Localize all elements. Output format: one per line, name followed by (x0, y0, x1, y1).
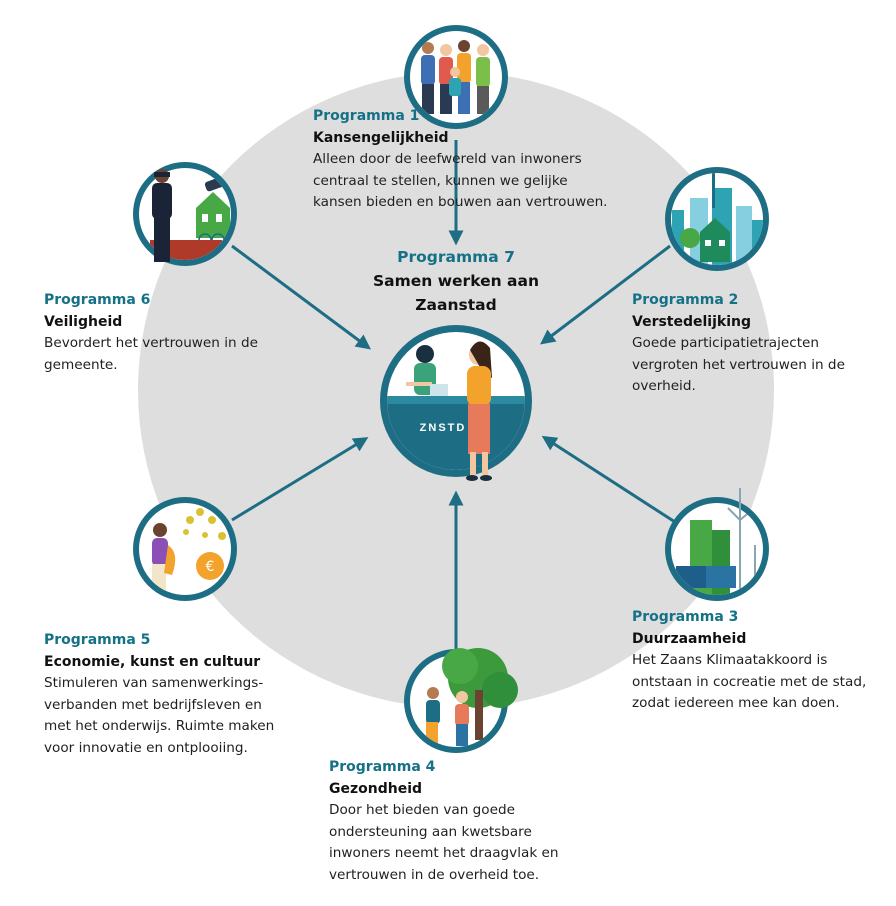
program-3-label: Programma 3 (632, 609, 739, 625)
arrow-6-to-center (231, 244, 372, 350)
center-program-label: Programma 7 (397, 248, 515, 266)
program-4-name: Gezondheid (329, 780, 423, 797)
saxophone-player-coins-illustration: € (133, 497, 237, 601)
program-3-name: Duurzaamheid (632, 630, 747, 647)
arrow-5-to-center (231, 437, 369, 522)
program-6-label: Programma 6 (44, 292, 151, 308)
program-6-block: Programma 6 Veiligheid Bevordert het ver… (44, 290, 258, 376)
solar-wind-energy-illustration (665, 488, 769, 601)
program-2-name: Verstedelijking (632, 313, 751, 330)
svg-text:€: € (206, 559, 215, 575)
znstd-logo-text: ZNSTD (420, 422, 467, 434)
city-construction-illustration (665, 167, 769, 271)
program-4-block: Programma 4 Gezondheid Door het bieden v… (329, 757, 559, 886)
program-1-block: Programma 1 Kansengelijkheid Alleen door… (313, 106, 608, 214)
program-1-name: Kansengelijkheid (313, 129, 449, 146)
center-illustration: ZNSTD (380, 325, 532, 481)
family-group-illustration (404, 25, 508, 129)
center-program-name: Samen werken aan Zaanstad (373, 272, 539, 314)
center-title: Programma 7 Samen werken aan Zaanstad (358, 245, 554, 317)
program-2-label: Programma 2 (632, 292, 739, 308)
arrow-2-to-center (540, 244, 671, 345)
program-5-block: Programma 5 Economie, kunst en cultuur S… (44, 630, 274, 759)
program-3-description: Het Zaans Klimaatakkoord is ontstaan in … (632, 652, 867, 711)
program-4-description: Door het bieden van goede ondersteuning … (329, 802, 559, 883)
program-4-label: Programma 4 (329, 759, 436, 775)
program-3-block: Programma 3 Duurzaamheid Het Zaans Klima… (632, 607, 866, 715)
program-6-description: Bevordert het vertrouwen in de gemeente. (44, 335, 258, 373)
people-under-tree-illustration (404, 648, 518, 753)
program-2-block: Programma 2 Verstedelijking Goede partic… (632, 290, 845, 398)
program-1-label: Programma 1 (313, 108, 420, 124)
program-5-description: Stimuleren van samenwerkings- verbanden … (44, 675, 275, 756)
program-5-label: Programma 5 (44, 632, 151, 648)
arrows (231, 140, 676, 650)
program-1-description: Alleen door de leefwereld van inwoners c… (313, 151, 608, 210)
arrow-3-to-center (541, 435, 676, 524)
program-2-description: Goede participatietrajecten vergroten he… (632, 335, 845, 394)
program-6-name: Veiligheid (44, 313, 123, 330)
program-5-name: Economie, kunst en cultuur (44, 653, 261, 670)
